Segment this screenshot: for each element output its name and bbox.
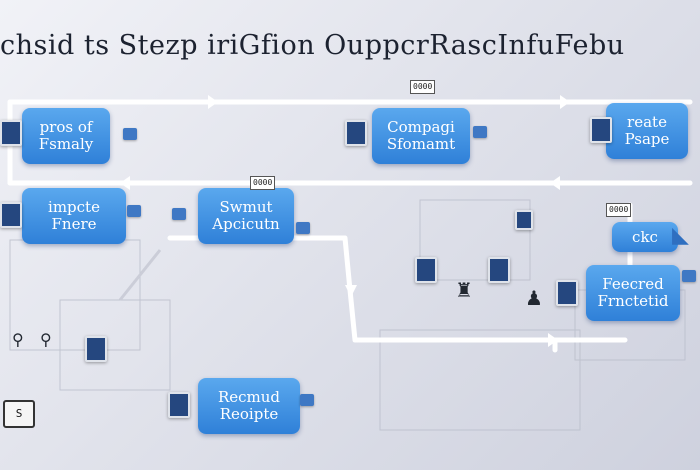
connector-plug	[127, 205, 141, 217]
node-n4-line-1: impcte	[48, 198, 100, 216]
node-n2-line-2: Sfomamt	[386, 135, 456, 153]
monitor-icon	[556, 280, 578, 306]
monitor-icon	[345, 120, 367, 146]
arrow-lower	[548, 333, 558, 347]
node-n7[interactable]: Feecred Frnctetid	[586, 265, 680, 321]
person-icon: ⚲	[12, 330, 24, 349]
node-n4[interactable]: impcte Fnere	[22, 188, 126, 244]
node-n1-line-1: pros of	[39, 118, 93, 136]
person-icon: ♟	[525, 286, 543, 310]
label-tag: 0000	[250, 176, 276, 190]
monitor-icon	[0, 120, 22, 146]
monitor-icon	[515, 210, 533, 230]
node-n8-line-2: Reoipte	[219, 405, 279, 423]
monitor-icon	[168, 392, 190, 418]
node-n1[interactable]: pros of Fsmaly	[22, 108, 110, 164]
node-n3[interactable]: reate Psape	[606, 103, 688, 159]
connector-plug	[300, 394, 314, 406]
connector-plug	[172, 208, 186, 220]
person-icon: ⚲	[40, 330, 52, 349]
node-n2-line-1: Compagi	[387, 118, 455, 136]
monitor-icon	[488, 257, 510, 283]
node-n1-line-2: Fsmaly	[38, 135, 94, 153]
person-icon: ♜	[455, 278, 473, 302]
node-n5[interactable]: Swmut Apcicutn	[198, 188, 294, 244]
node-n6[interactable]: ckc	[612, 222, 678, 252]
label-tag: 0000	[410, 80, 436, 94]
node-n2[interactable]: Compagi Sfomamt	[372, 108, 470, 164]
connector-plug	[296, 222, 310, 234]
monitor-icon	[415, 257, 437, 283]
connector-plug	[682, 270, 696, 282]
label-tag: 0000	[606, 203, 632, 217]
node-n6-line-1: ckc	[632, 227, 658, 246]
connector-plug	[473, 126, 487, 138]
node-n5-line-2: Apcicutn	[212, 215, 280, 233]
node-n5-line-1: Swmut	[219, 198, 273, 216]
monitor-icon	[85, 336, 107, 362]
node-n3-line-2: Psape	[624, 130, 670, 148]
connector-plug	[123, 128, 137, 140]
arrow-top-1	[208, 95, 218, 109]
node-n7-line-1: Feecred	[602, 275, 664, 293]
node-n8-line-1: Recmud	[217, 388, 281, 406]
page-title: chsid ts Stezp iriGfion OuppcrRascInfuFe…	[0, 30, 625, 61]
logo-badge: S	[3, 400, 35, 428]
cloud-icon: ◣	[672, 223, 689, 248]
arrow-top-2	[560, 95, 570, 109]
monitor-icon	[590, 117, 612, 143]
monitor-icon	[0, 202, 22, 228]
node-n7-line-2: Frnctetid	[597, 292, 669, 310]
arrow-heads	[120, 95, 570, 347]
arrow-drop	[345, 285, 357, 297]
node-n8[interactable]: Recmud Reoipte	[198, 378, 300, 434]
arrow-mid-2	[120, 176, 130, 190]
node-n3-line-1: reate	[627, 113, 667, 131]
arrow-mid-1	[550, 176, 560, 190]
node-n4-line-2: Fnere	[51, 215, 97, 233]
